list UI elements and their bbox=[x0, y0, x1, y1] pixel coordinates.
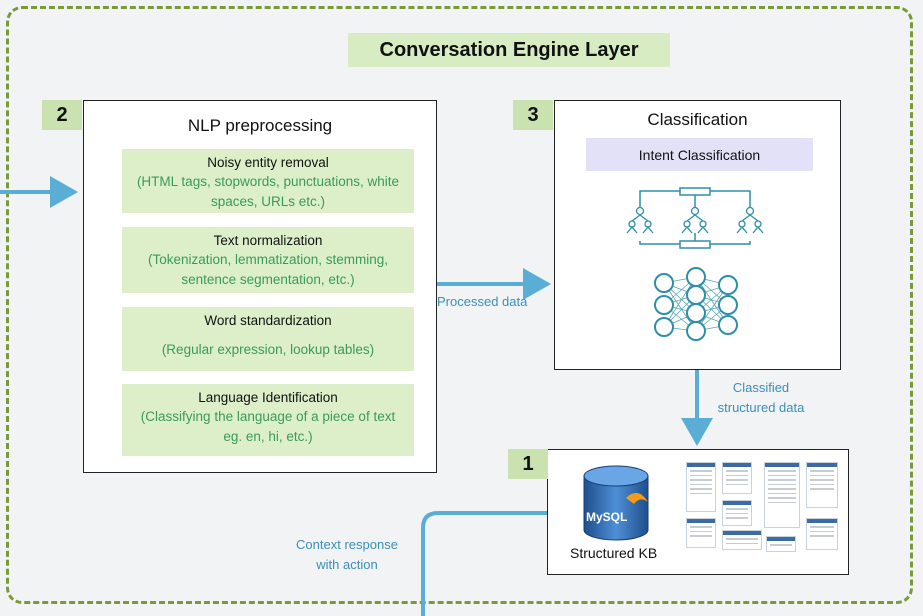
step-language-identification: Language Identification (Classifying the… bbox=[122, 384, 414, 456]
schema-table bbox=[722, 500, 752, 526]
mysql-logo-text: MySQL bbox=[586, 510, 628, 524]
kb-number-badge: 1 bbox=[508, 449, 548, 479]
step-text-normalization: Text normalization (Tokenization, lemmat… bbox=[122, 227, 414, 293]
schema-thumbnail bbox=[678, 458, 842, 558]
classification-title: Classification bbox=[647, 110, 748, 129]
step-heading: Text normalization bbox=[213, 233, 323, 248]
step-heading: Noisy entity removal bbox=[207, 155, 329, 170]
schema-table bbox=[766, 536, 796, 552]
decision-tree-ensemble-icon bbox=[626, 187, 764, 249]
kb-label: Structured KB bbox=[570, 545, 658, 561]
structured-kb-box: MySQL Structured KB bbox=[547, 449, 849, 575]
context-response-label: Context response with action bbox=[282, 535, 412, 575]
step-detail: (Regular expression, lookup tables) bbox=[161, 342, 375, 357]
schema-table bbox=[686, 518, 716, 548]
layer-title: Conversation Engine Layer bbox=[348, 33, 670, 67]
classified-label-line: Classified bbox=[732, 380, 790, 395]
nlp-title: NLP preprocessing bbox=[187, 116, 333, 135]
schema-table bbox=[722, 530, 762, 550]
neural-network-icon bbox=[654, 267, 738, 341]
step-heading: Word standardization bbox=[204, 313, 332, 328]
database-icon bbox=[583, 465, 649, 541]
step-heading: Language Identification bbox=[198, 390, 338, 405]
step-detail: spaces, URLs etc.) bbox=[210, 194, 326, 209]
classification-box: Classification Intent Classification bbox=[554, 100, 841, 370]
classified-label-line: structured data bbox=[717, 400, 805, 415]
classification-number-badge: 3 bbox=[513, 100, 553, 130]
context-response-connector bbox=[421, 511, 547, 616]
schema-table bbox=[806, 518, 838, 550]
processed-data-label: Processed data bbox=[437, 294, 528, 309]
nlp-preprocessing-box: NLP preprocessing Noisy entity removal (… bbox=[83, 100, 437, 473]
step-detail: (HTML tags, stopwords, punctuations, whi… bbox=[136, 174, 400, 189]
step-word-standardization: Word standardization (Regular expression… bbox=[122, 307, 414, 371]
step-noisy-entity-removal: Noisy entity removal (HTML tags, stopwor… bbox=[122, 149, 414, 213]
schema-table bbox=[806, 462, 838, 508]
step-detail: sentence segmentation, etc.) bbox=[181, 272, 355, 287]
context-label-line: with action bbox=[316, 557, 378, 572]
schema-table bbox=[722, 462, 752, 494]
schema-table bbox=[686, 462, 716, 512]
context-label-line: Context response bbox=[296, 537, 398, 552]
nlp-number-badge: 2 bbox=[42, 100, 82, 130]
intent-classification-label: Intent Classification bbox=[586, 138, 813, 171]
outer-dashed-border bbox=[6, 6, 913, 604]
schema-table bbox=[764, 462, 800, 528]
step-detail: (Tokenization, lemmatization, stemming, bbox=[147, 252, 389, 267]
step-detail: (Classifying the language of a piece of … bbox=[140, 409, 396, 424]
step-detail: eg. en, hi, etc.) bbox=[223, 429, 313, 444]
classified-data-label: Classified structured data bbox=[706, 378, 816, 418]
